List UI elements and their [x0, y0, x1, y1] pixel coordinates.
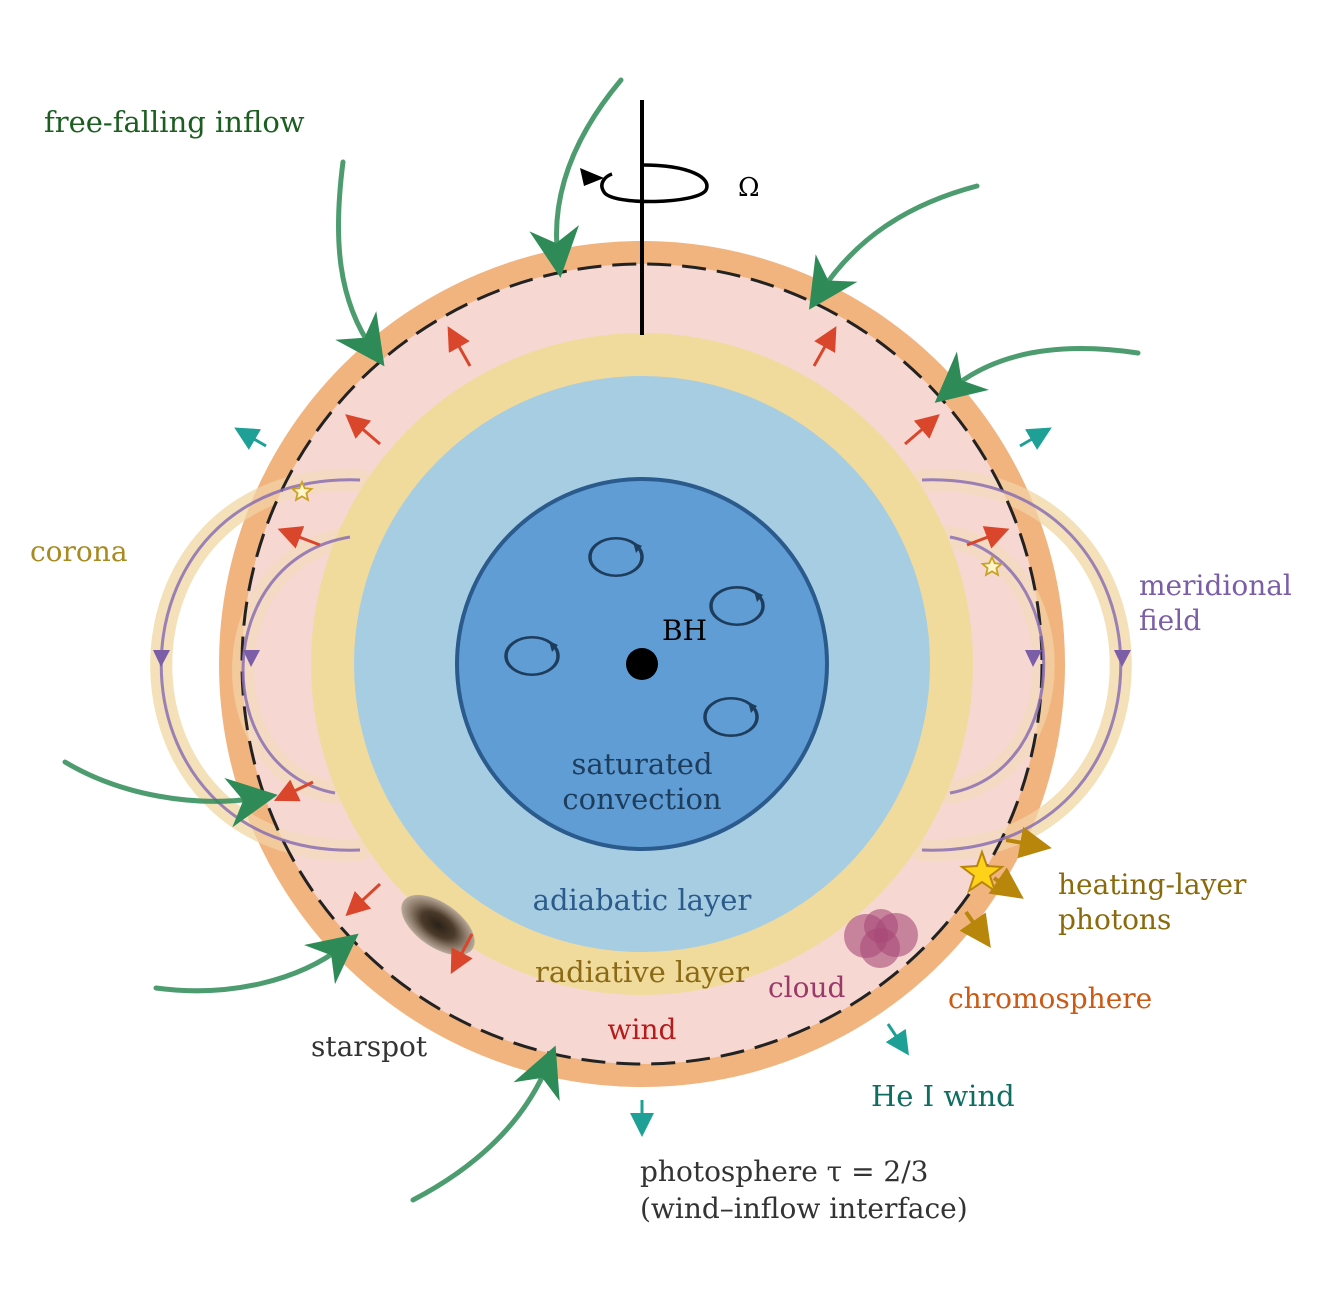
circular-arrow-icon	[703, 696, 759, 737]
wind-arrow	[966, 526, 1010, 549]
wind-arrow	[812, 326, 837, 367]
convective-eddies	[504, 537, 765, 737]
adiabatic-label: adiabatic layer	[533, 883, 752, 917]
inflow-arrow	[335, 159, 385, 367]
photon-arrow	[988, 867, 1024, 899]
wind-arrow	[345, 414, 381, 446]
circular-arrow-icon	[588, 537, 644, 577]
eddy-arrowhead	[754, 591, 763, 602]
cloud-icon	[844, 909, 918, 968]
field-line-left-inner	[241, 535, 351, 795]
cloud-label: cloud	[768, 971, 846, 1004]
inflow-arrow	[410, 1045, 560, 1203]
omega-label: Ω	[738, 173, 760, 203]
he-wind-arrow	[234, 427, 267, 450]
he-wind-arrow	[1019, 427, 1052, 450]
inflow-arrow	[934, 346, 1141, 403]
ellipse-icon	[401, 894, 475, 956]
eddy-arrowhead	[549, 641, 558, 652]
field-direction-arrows	[153, 650, 1131, 667]
he-wind-arrow	[885, 1023, 909, 1056]
field-arrow-left-inner	[243, 650, 260, 667]
photosphere-label-line2: (wind–inflow interface)	[640, 1192, 968, 1225]
rotation-arrowhead	[580, 168, 604, 186]
inflow-arrow	[62, 759, 278, 828]
radiative-label: radiative layer	[535, 955, 749, 989]
heating-label-line1: heating-layer	[1058, 868, 1247, 901]
photon-arrows	[959, 826, 1052, 948]
photon-arrow	[959, 910, 991, 948]
inflow-arrow	[153, 933, 359, 994]
wind-arrow	[904, 414, 940, 446]
inflow-arrow	[529, 77, 624, 278]
wind-arrow	[345, 882, 382, 917]
star-icon	[290, 479, 314, 502]
circular-arrow-icon	[709, 586, 765, 627]
wind-arrow	[447, 326, 472, 367]
chromosphere-label: chromosphere	[948, 982, 1152, 1015]
wind-arrows	[273, 326, 1010, 974]
photosphere-boundary	[240, 262, 1044, 1066]
wind-arrow	[450, 933, 474, 974]
he-wind-label: He I wind	[871, 1079, 1015, 1113]
photon-arrow	[1005, 826, 1052, 859]
photosphere-label-line1: photosphere τ = 2/3	[640, 1155, 929, 1188]
starspot-label: starspot	[311, 1030, 428, 1063]
saturated-label-line1: saturated	[571, 747, 712, 781]
field-arrow-right-outer	[1114, 650, 1131, 667]
field-arrow-left-outer	[153, 650, 170, 667]
eddy-arrowheads	[549, 542, 763, 713]
wind-arrow	[277, 526, 321, 549]
filled-circle-icon	[626, 648, 658, 680]
saturated-label-line2: convection	[562, 782, 721, 816]
he-wind-arrows	[234, 427, 1052, 1137]
meridional-label-line1: meridional	[1139, 569, 1292, 602]
corona-label: corona	[30, 535, 128, 568]
inflow-arrow	[808, 183, 980, 310]
field-line-right-inner	[949, 535, 1046, 795]
field-arrow-right-inner	[1025, 650, 1042, 667]
eddy-arrowhead	[633, 542, 642, 553]
inflow-arrows	[62, 77, 1141, 1203]
heating-label-line2: photons	[1058, 903, 1171, 936]
inflow-label: free-falling inflow	[44, 105, 305, 139]
bh-label: BH	[662, 614, 707, 647]
star-icon	[959, 849, 1005, 894]
rotation-arrow-icon	[600, 163, 709, 204]
star-icon	[980, 554, 1004, 577]
circular-arrow-icon	[504, 636, 560, 676]
wind-label: wind	[608, 1013, 677, 1046]
wind-arrow	[273, 779, 314, 802]
meridional-label-line2: field	[1139, 604, 1201, 637]
eddy-arrowhead	[748, 702, 757, 713]
